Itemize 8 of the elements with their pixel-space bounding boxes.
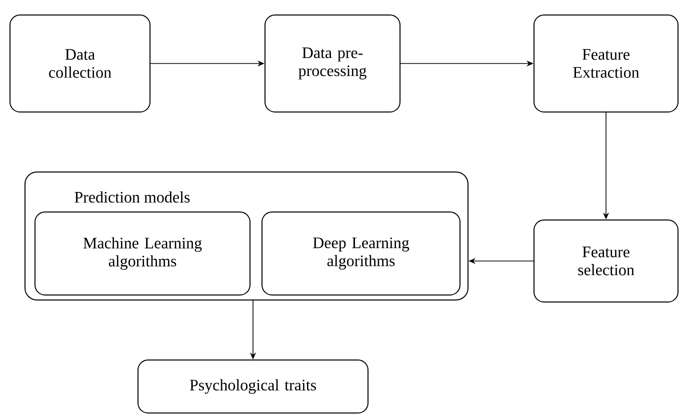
process-box: Psychological traits: [138, 360, 368, 414]
process-box: Data collection: [10, 14, 150, 112]
group-heading: Prediction models: [74, 191, 190, 203]
process-box: Feature Extraction: [534, 14, 678, 112]
process-box: Deep Learning algorithms: [262, 212, 460, 296]
process-box: Data pre-processing: [264, 14, 400, 112]
process-box: Machine Learning algorithms: [34, 212, 250, 296]
process-box: Feature selection: [534, 220, 678, 302]
